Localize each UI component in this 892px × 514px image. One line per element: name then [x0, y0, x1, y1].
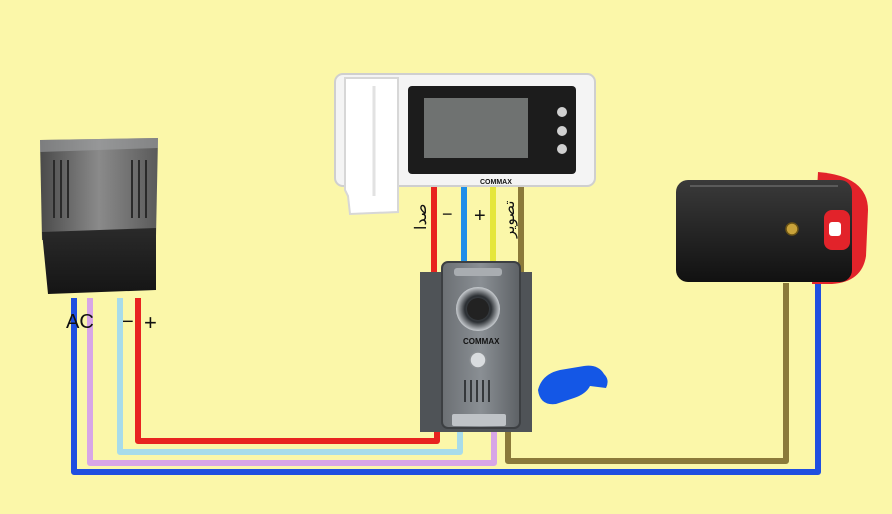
label-video: تصویر — [501, 201, 518, 239]
monitor-button-2[interactable] — [557, 126, 567, 136]
call-button[interactable] — [469, 351, 487, 369]
labels: AC − + صدا − + تصویر — [66, 201, 518, 335]
electric-lock — [676, 172, 868, 284]
monitor-buttons[interactable] — [557, 107, 567, 154]
label-psu-minus: − — [122, 311, 134, 333]
wire-blue-ac-to-lock — [71, 283, 821, 475]
door-panel-brand: COMMAX — [463, 337, 500, 346]
door-panel: COMMAX — [420, 261, 532, 432]
power-supply — [40, 138, 158, 294]
wire-lightblue-minus-to-panel — [117, 298, 463, 455]
monitor-button-3[interactable] — [557, 144, 567, 154]
speaker-grille — [464, 380, 490, 402]
monitor-brand: COMMAX — [480, 179, 512, 186]
label-ac: AC — [66, 311, 94, 333]
label-audio: صدا — [413, 204, 430, 230]
monitor-button-1[interactable] — [557, 107, 567, 117]
wire-violet-ac-to-panel — [87, 298, 497, 466]
label-monitor-plus: + — [474, 205, 486, 227]
wire-red-plus-to-panel — [135, 298, 440, 444]
label-monitor-minus: − — [442, 204, 453, 224]
hand-pointer-icon — [538, 365, 608, 405]
lock-keyhole-icon — [785, 222, 799, 236]
indoor-monitor: COMMAX — [334, 73, 596, 216]
wire-olive-panel-to-lock — [505, 283, 789, 464]
wires — [71, 186, 821, 475]
label-psu-plus: + — [144, 310, 157, 335]
